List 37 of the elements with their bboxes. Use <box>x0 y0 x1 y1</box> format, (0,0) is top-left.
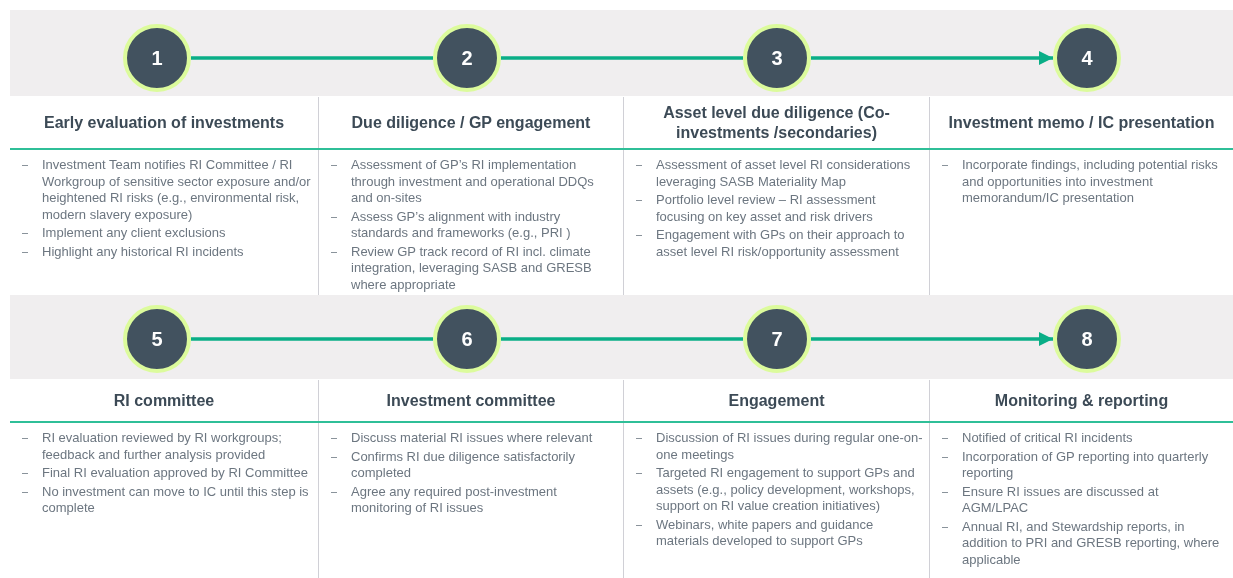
connector-line <box>501 56 743 60</box>
bullet-text: Portfolio level review – RI assessment focusing on key asset and risk drivers <box>656 192 876 224</box>
bullet-text: Targeted RI engagement to support GPs and assets (e.g., policy development, workshops, support on RI value creation initiatives) <box>656 465 915 513</box>
bullet-text: Confirms RI due diligence satisfactorily completed <box>351 448 575 480</box>
step-heading: Investment committee <box>386 391 556 411</box>
bullet-text: Annual RI, and Stewardship reports, in addition to PRI and GRESB reporting, where applicable <box>962 518 1220 567</box>
bullet-text: Incorporation of GP reporting into quarterly reporting <box>962 448 1209 480</box>
step-heading: Early evaluation of investments <box>43 113 285 133</box>
bullet-text: Assessment of GP’s RI implementation through investment and operational DDQs and on-sites <box>351 157 594 205</box>
step-heading: Engagement <box>728 391 825 411</box>
step-heading: RI committee <box>113 391 215 411</box>
bullet-text: Discuss material RI issues where relevant <box>351 430 593 445</box>
step-heading: Due diligence / GP engagement <box>351 113 591 133</box>
step-heading: Investment memo / IC presentation <box>948 113 1215 133</box>
bullet-text: No investment can move to IC until this step is complete <box>42 483 309 515</box>
bullet-text: Webinars, white papers and guidance materials developed to support GPs <box>656 516 874 548</box>
bullet-text: Discussion of RI issues during regular one-on-one meetings <box>656 430 923 462</box>
connector-line <box>191 56 433 60</box>
bullet-text: Implement any client exclusions <box>42 225 226 240</box>
bullet-text: Final RI evaluation approved by RI Committee <box>42 465 308 480</box>
connector-line <box>191 337 433 341</box>
bullet-text: Ensure RI issues are discussed at AGM/LPAC <box>962 483 1159 515</box>
step-heading: Asset level due diligence (Co-investments /secondaries) <box>662 103 891 143</box>
bullet-text: Assessment of asset level RI considerations leveraging SASB Materiality Map <box>656 157 911 189</box>
bullet-text: Incorporate findings, including potential risks and opportunities into investment memorandum/IC presentation <box>962 157 1218 205</box>
bullet-text: Assess GP’s alignment with industry standards and frameworks (e.g., PRI ) <box>351 208 571 240</box>
bullet-text: Engagement with GPs on their approach to asset level RI risk/opportunity assessment <box>656 227 905 259</box>
bullet-text: Review GP track record of RI incl. climate integration, leveraging SASB and GRESB where appropriate <box>351 243 592 292</box>
bullet-text: Highlight any historical RI incidents <box>42 243 244 259</box>
step-heading: Monitoring & reporting <box>994 391 1169 411</box>
arrow <box>811 332 1053 346</box>
bullet-text: Agree any required post-investment monitoring of RI issues <box>351 483 557 515</box>
arrow <box>811 51 1053 65</box>
connector-line <box>501 337 743 341</box>
bullet-text: Notified of critical RI incidents <box>962 430 1133 445</box>
bullet-text: RI evaluation reviewed by RI workgroups; feedback and further analysis provided <box>42 430 282 462</box>
bullet-text: Investment Team notifies RI Committee / RI Workgroup of sensitive sector exposure and/or heightened RI risks (e.g., environmental risk, modern slavery exposure) <box>42 157 311 222</box>
